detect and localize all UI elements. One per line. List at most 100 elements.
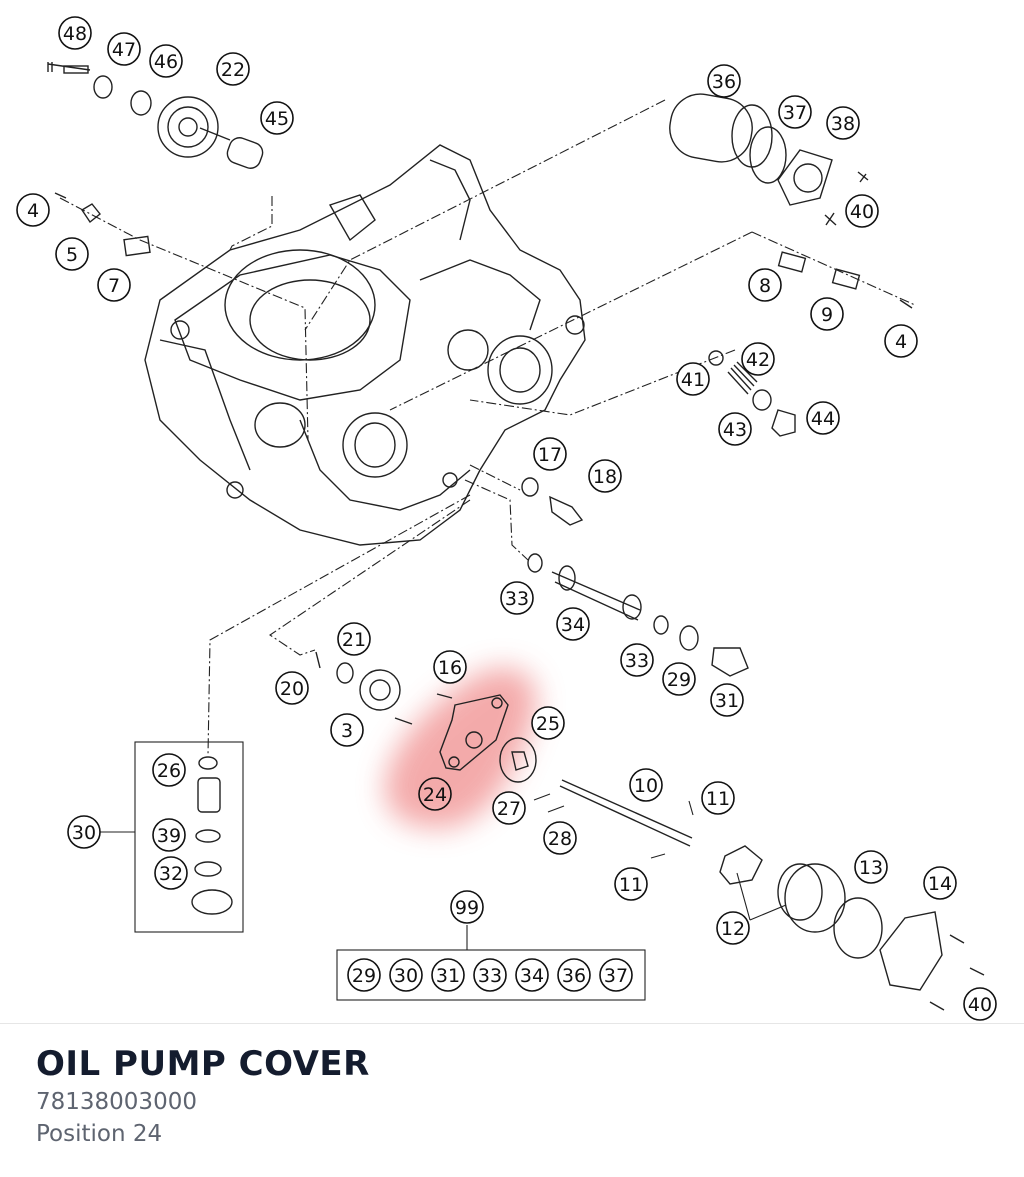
callout-30[interactable]: 30: [67, 815, 101, 849]
callout-38[interactable]: 38: [826, 106, 860, 140]
callout-41[interactable]: 41: [676, 362, 710, 396]
callout-17[interactable]: 17: [533, 437, 567, 471]
svg-text:8: 8: [759, 275, 771, 297]
fasteners-right: [777, 251, 913, 309]
callout-4[interactable]: 4: [884, 324, 918, 358]
svg-text:27: 27: [497, 798, 521, 820]
svg-text:37: 37: [783, 102, 807, 124]
callout-18[interactable]: 18: [588, 459, 622, 493]
callout-11[interactable]: 11: [614, 867, 648, 901]
svg-text:36: 36: [712, 71, 736, 93]
kit-99-box: [336, 925, 646, 1001]
callout-99[interactable]: 99: [450, 890, 484, 924]
callout-9[interactable]: 9: [810, 297, 844, 331]
kit-item-34[interactable]: 34: [515, 958, 549, 992]
callout-3[interactable]: 3: [330, 713, 364, 747]
callout-43[interactable]: 43: [718, 412, 752, 446]
callout-37[interactable]: 37: [778, 95, 812, 129]
callout-33[interactable]: 33: [620, 643, 654, 677]
svg-text:3: 3: [341, 720, 353, 742]
callout-21[interactable]: 21: [337, 622, 371, 656]
kit-item-33[interactable]: 33: [473, 958, 507, 992]
svg-text:37: 37: [604, 965, 628, 987]
svg-text:7: 7: [108, 275, 120, 297]
callout-24[interactable]: 24: [418, 777, 452, 811]
kit-item-37[interactable]: 37: [599, 958, 633, 992]
svg-text:33: 33: [625, 650, 649, 672]
callout-48[interactable]: 48: [58, 16, 92, 50]
callout-36[interactable]: 36: [707, 64, 741, 98]
svg-text:17: 17: [538, 444, 562, 466]
svg-text:14: 14: [928, 873, 952, 895]
callout-22[interactable]: 22: [216, 52, 250, 86]
pump-shaft-group: [533, 779, 694, 859]
svg-text:41: 41: [681, 369, 705, 391]
svg-text:12: 12: [721, 918, 745, 940]
callout-7[interactable]: 7: [97, 268, 131, 302]
divider: [0, 1023, 1024, 1024]
svg-text:25: 25: [536, 713, 560, 735]
callout-25[interactable]: 25: [531, 706, 565, 740]
callout-11[interactable]: 11: [701, 781, 735, 815]
shaft-group: [527, 553, 749, 677]
part-position: Position 24: [36, 1121, 163, 1147]
svg-text:21: 21: [342, 629, 366, 651]
callout-32[interactable]: 32: [154, 856, 188, 890]
svg-text:38: 38: [831, 113, 855, 135]
svg-text:44: 44: [811, 408, 835, 430]
svg-text:9: 9: [821, 304, 833, 326]
svg-text:31: 31: [436, 965, 460, 987]
svg-text:26: 26: [157, 760, 181, 782]
pressure-valve-group: [708, 350, 796, 437]
svg-text:33: 33: [505, 588, 529, 610]
callout-39[interactable]: 39: [152, 818, 186, 852]
callout-26[interactable]: 26: [152, 753, 186, 787]
callout-12[interactable]: 12: [716, 911, 750, 945]
svg-text:32: 32: [159, 863, 183, 885]
kit-item-29[interactable]: 29: [347, 958, 381, 992]
callout-13[interactable]: 13: [854, 850, 888, 884]
svg-text:11: 11: [619, 874, 643, 896]
kit-item-30[interactable]: 30: [389, 958, 423, 992]
callout-4[interactable]: 4: [16, 193, 50, 227]
callout-14[interactable]: 14: [923, 866, 957, 900]
part-number: 78138003000: [36, 1089, 197, 1115]
callout-34[interactable]: 34: [556, 607, 590, 641]
svg-text:43: 43: [723, 419, 747, 441]
callout-8[interactable]: 8: [748, 268, 782, 302]
svg-text:24: 24: [423, 784, 447, 806]
callout-46[interactable]: 46: [149, 44, 183, 78]
svg-text:29: 29: [667, 669, 691, 691]
callout-31[interactable]: 31: [710, 683, 744, 717]
callout-44[interactable]: 44: [806, 401, 840, 435]
oil-filter-group: [669, 93, 869, 226]
svg-text:34: 34: [561, 614, 585, 636]
fasteners-left: [54, 192, 151, 257]
svg-text:48: 48: [63, 23, 87, 45]
pump-gear-group: [315, 651, 453, 725]
kit-item-36[interactable]: 36: [557, 958, 591, 992]
svg-text:45: 45: [265, 108, 289, 130]
callout-40[interactable]: 40: [845, 194, 879, 228]
callout-28[interactable]: 28: [543, 821, 577, 855]
callout-45[interactable]: 45: [260, 101, 294, 135]
svg-text:4: 4: [27, 200, 39, 222]
svg-text:4: 4: [895, 331, 907, 353]
callout-29[interactable]: 29: [662, 662, 696, 696]
callout-10[interactable]: 10: [629, 768, 663, 802]
callout-20[interactable]: 20: [275, 671, 309, 705]
callout-16[interactable]: 16: [433, 650, 467, 684]
callout-42[interactable]: 42: [741, 342, 775, 376]
callout-40[interactable]: 40: [963, 987, 997, 1021]
pump-rotor-group: [719, 845, 985, 1011]
callout-27[interactable]: 27: [492, 791, 526, 825]
svg-text:30: 30: [394, 965, 418, 987]
callout-33[interactable]: 33: [500, 581, 534, 615]
callout-47[interactable]: 47: [107, 32, 141, 66]
svg-text:39: 39: [157, 825, 181, 847]
svg-text:5: 5: [66, 244, 78, 266]
svg-text:99: 99: [455, 897, 479, 919]
svg-text:11: 11: [706, 788, 730, 810]
callout-5[interactable]: 5: [55, 237, 89, 271]
kit-item-31[interactable]: 31: [431, 958, 465, 992]
